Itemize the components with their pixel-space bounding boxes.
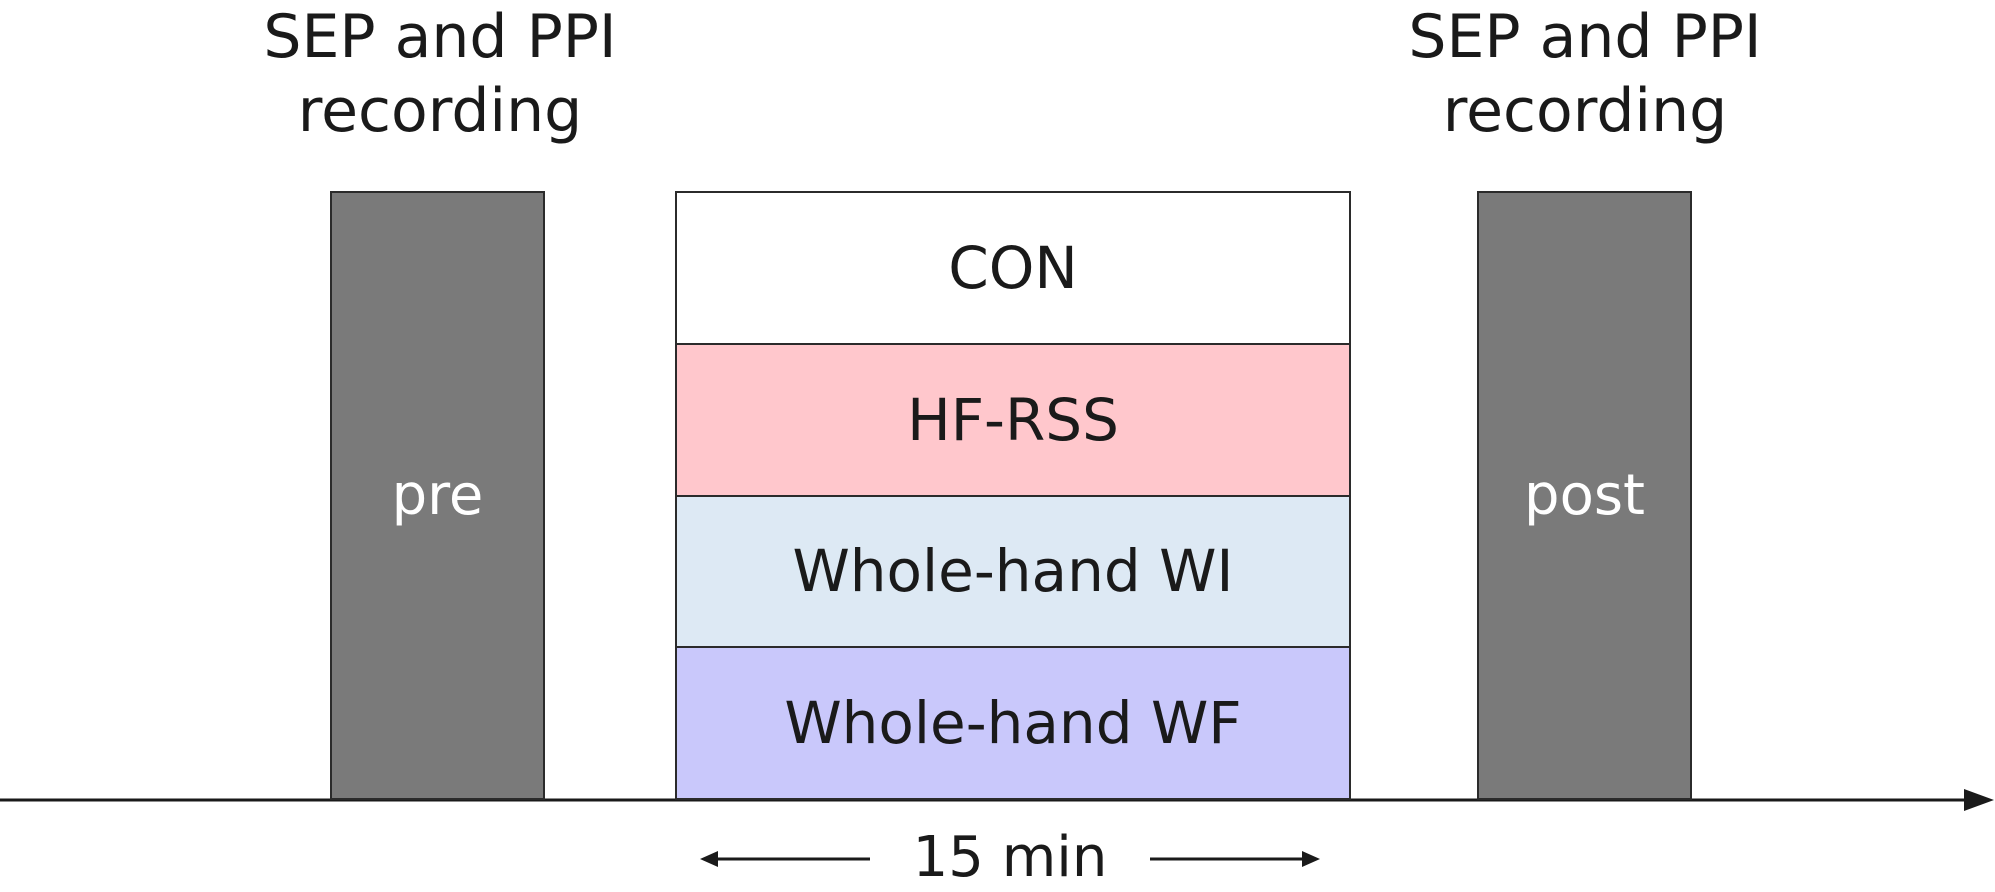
duration-indicator: 15 min — [700, 822, 1320, 892]
condition-hf-rss: HF-RSS — [677, 344, 1349, 497]
pre-caption-line2: recording — [297, 76, 583, 146]
condition-hf-rss-label: HF-RSS — [907, 385, 1119, 454]
intervention-conditions: CON HF-RSS Whole-hand WI Whole-hand WF — [675, 191, 1351, 800]
condition-whole-hand-wf-label: Whole-hand WF — [784, 689, 1242, 758]
duration-left-arrowhead — [700, 851, 718, 867]
pre-recording-caption: SEP and PPI recording — [190, 0, 690, 148]
duration-arrows — [700, 851, 1320, 867]
time-axis-arrowhead — [1964, 789, 1994, 811]
post-caption-line2: recording — [1442, 76, 1728, 146]
condition-con: CON — [677, 193, 1349, 345]
post-label: post — [1524, 463, 1645, 528]
condition-whole-hand-wi: Whole-hand WI — [677, 496, 1349, 649]
pre-label: pre — [391, 463, 484, 528]
pre-block: pre — [330, 191, 545, 800]
post-block: post — [1477, 191, 1692, 800]
duration-label: 15 min — [912, 825, 1108, 890]
pre-caption-line1: SEP and PPI — [263, 2, 617, 72]
duration-right-arrowhead — [1302, 851, 1320, 867]
condition-con-label: CON — [948, 233, 1078, 302]
post-caption-line1: SEP and PPI — [1408, 2, 1762, 72]
condition-whole-hand-wf: Whole-hand WF — [677, 648, 1349, 798]
post-recording-caption: SEP and PPI recording — [1335, 0, 1835, 148]
condition-whole-hand-wi-label: Whole-hand WI — [792, 537, 1234, 606]
